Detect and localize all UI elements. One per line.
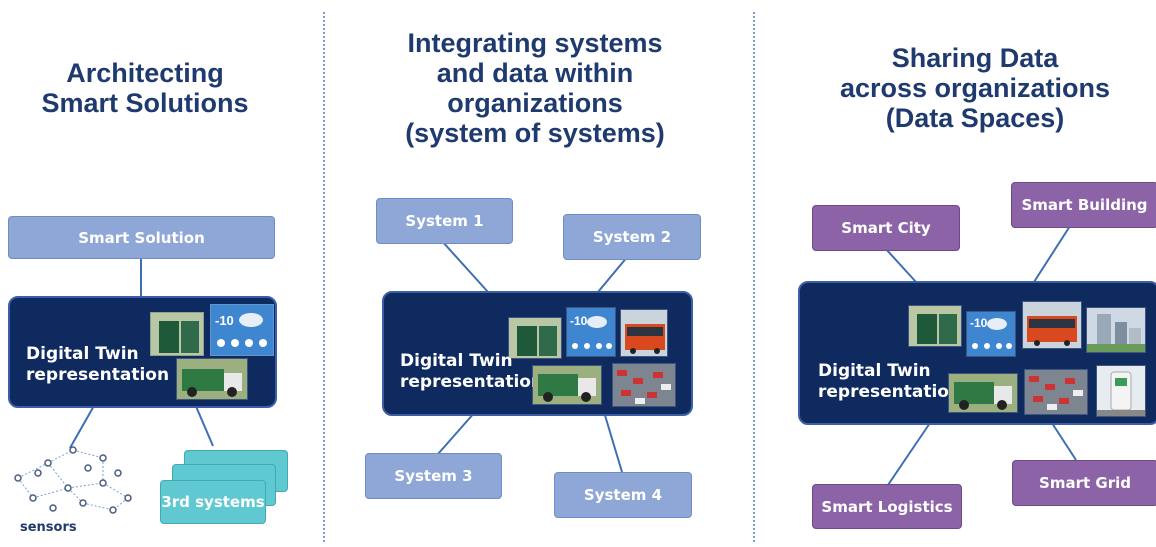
sensors-label: sensors [20,520,77,535]
connector-line [194,403,214,447]
connector-line [1049,419,1077,461]
weather-temperature: -10 [570,314,588,328]
sensor-network-graphic [14,446,132,514]
weather-widget-image: -10 [966,311,1016,357]
connector-line [884,247,917,283]
smart-building-box: Smart Building [1011,182,1156,228]
digital-twin-label: Digital Twin representation [400,351,544,392]
panel-title: Sharing Data across organizations (Data … [839,43,1111,133]
smart-grid-box: Smart Grid [1012,460,1156,506]
system-4-box: System 4 [554,472,692,518]
garbage-truck-image [532,365,602,405]
traffic-image [1024,369,1088,415]
garbage-truck-image [176,358,248,400]
digital-twin-label: Digital Twin representation [818,361,962,402]
digital-twin-label: Digital Twin representation [26,344,170,385]
connector-line [69,403,96,449]
waste-bin-image [908,305,962,347]
bus-image [1022,301,1082,349]
connector-line [1033,225,1071,283]
digital-twin-box: Digital Twin representation -10 [798,281,1156,425]
panel-divider [323,12,325,542]
weather-temperature: -10 [970,316,988,330]
digital-twin-box: Digital Twin representation -10 [8,296,277,408]
connector-line [437,411,476,455]
panel-title: Integrating systems and data within orga… [405,28,665,148]
weather-widget-image: -10 [210,304,274,356]
system-2-box: System 2 [563,214,701,260]
building-image [1086,307,1146,353]
weather-temperature: -10 [215,313,234,328]
waste-bin-image [508,317,562,359]
third-systems-box: 3rd systems [160,480,266,524]
bus-image [620,309,668,357]
weather-widget-image: -10 [566,307,616,357]
smart-logistics-box: Smart Logistics [812,484,962,529]
smart-solution-box: Smart Solution [8,216,275,259]
garbage-truck-image [948,373,1018,413]
connector-line [887,419,933,486]
smart-city-box: Smart City [812,205,960,251]
connector-line [440,239,489,293]
system-1-box: System 1 [376,198,513,244]
connector-line [603,411,623,473]
waste-bin-image [150,312,204,356]
traffic-image [612,363,676,407]
panel-divider [753,12,755,542]
digital-twin-box: Digital Twin representation -10 [382,291,693,416]
system-3-box: System 3 [365,453,502,499]
ev-charger-image [1096,365,1146,417]
panel-title: Architecting Smart Solutions [41,58,249,118]
connector-line [597,255,629,293]
